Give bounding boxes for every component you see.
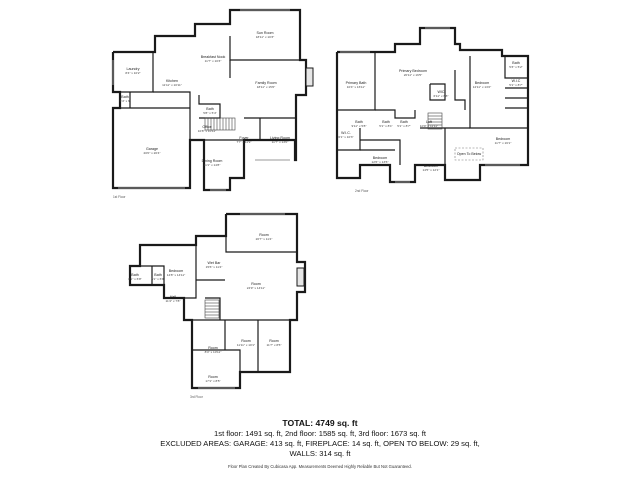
second-floor-stairs — [427, 112, 443, 130]
room-name-label: Bath — [121, 95, 128, 99]
room-name-label: Bath — [382, 120, 389, 124]
second-floor-plan: 2nd Floor — [335, 26, 530, 193]
room-name-label: Bedroom — [424, 164, 439, 168]
room-dimensions-label: 5'1" x 8'1" — [379, 124, 393, 128]
room-dimensions-label: 10'8" x 10'11" — [198, 129, 216, 133]
room-name-label: Loft — [426, 120, 432, 124]
disclaimer: Floor Plan Created By Cubicasa App. Meas… — [228, 464, 412, 469]
first-floor-tag: 1st Floor — [113, 195, 126, 199]
room-name-label: WIC — [438, 90, 445, 94]
room-dimensions-label: 11'7" x 16'1" — [495, 141, 512, 145]
room-dimensions-label: 8'1" x 6'8" — [128, 277, 142, 281]
room-dimensions-label: 12'11" x 13'2" — [473, 85, 491, 89]
room-dimensions-label: 20'11" x 16'5" — [404, 73, 422, 77]
room-dimensions-label: 14'8" x 14'11" — [167, 273, 185, 277]
room-name-label: Bedroom — [169, 269, 184, 273]
room-dimensions-label: 11'11" x 10'1" — [237, 343, 255, 347]
room-name-label: Bath — [400, 120, 407, 124]
room-name-label: Wet Bar — [208, 261, 222, 265]
room-dimensions-label: 11'7" x 8'5" — [266, 343, 281, 347]
room-dimensions-label: 6'1" x 10'3" — [338, 135, 353, 139]
excluded-areas: EXCLUDED AREAS: GARAGE: 413 sq. ft, FIRE… — [160, 439, 480, 448]
room-dimensions-label: 24'9" x 14'11" — [247, 286, 265, 290]
first-floor-plan: 1st Floor — [111, 8, 314, 199]
room-dimensions-label: 5'1" x 8'7" — [509, 83, 523, 87]
excluded-walls: WALLS: 314 sq. ft — [289, 449, 351, 458]
floor-plan-drawing: 1st Floor 2nd Floor — [111, 8, 530, 399]
total-area: TOTAL: 4749 sq. ft — [282, 418, 358, 428]
room-dimensions-label: 20'0" x 20'4" — [144, 151, 161, 155]
room-name-label: Bedroom — [373, 156, 388, 160]
room-name-label: Room — [208, 346, 218, 350]
room-dimensions-label: 20'7" x 11'4" — [256, 237, 273, 241]
room-dimensions-label: 9'11" x 5'8" — [351, 124, 366, 128]
room-dimensions-label: 15'6" x 11'4" — [206, 265, 223, 269]
room-dimensions-label: 5'3" x 5'2" — [509, 65, 523, 69]
third-floor-stairs — [204, 299, 220, 319]
room-dimensions-label: 18'11" x 10'3" — [256, 35, 274, 39]
room-dimensions-label: 12'6" x 13'6" — [372, 160, 389, 164]
room-name-label: Bedroom — [496, 137, 511, 141]
area-summary: TOTAL: 4749 sq. ft 1st floor: 1491 sq. f… — [0, 418, 640, 471]
room-name-label: Sun Room — [257, 31, 274, 35]
room-dimensions-label: 10'4" x 16'11" — [347, 85, 365, 89]
room-dimensions-label: 11'7" x 13'0" — [272, 140, 289, 144]
room-name-label: Room — [208, 375, 218, 379]
room-name-label: Open To Below — [457, 152, 482, 156]
room-name-label: Garage — [146, 147, 158, 151]
room-dimensions-label: 14'5" x 12'1" — [423, 168, 440, 172]
room-name-label: Room — [269, 339, 279, 343]
room-name-label: Primary Bedroom — [399, 69, 427, 73]
room-name-label: Family Room — [255, 81, 276, 85]
room-dimensions-label: 6'11" x 6'8" — [433, 94, 448, 98]
second-floor-tag: 2nd Floor — [355, 189, 369, 193]
room-name-label: Bath — [154, 273, 161, 277]
room-name-label: Bath — [355, 120, 362, 124]
room-dimensions-label: 5'8" x 5'4" — [203, 111, 217, 115]
room-dimensions-label: 8'4" x 10'2" — [125, 71, 140, 75]
room-dimensions-label: 5'1" x 8'7" — [397, 124, 411, 128]
room-name-label: Room — [251, 282, 261, 286]
room-name-label: Laundry — [127, 67, 140, 71]
first-floor-fireplace — [305, 67, 314, 87]
room-dimensions-label: 18'11" x 15'6" — [257, 85, 275, 89]
room-name-label: Room — [259, 233, 269, 237]
room-name-label: Kitchen — [166, 79, 178, 83]
room-name-label: Living Room — [270, 136, 290, 140]
third-floor-tag: 3rd Floor — [190, 395, 204, 399]
room-dimensions-label: 7'7" x 11'9" — [236, 140, 251, 144]
first-floor-outer-wall — [111, 8, 308, 192]
room-dimensions-label: 11'4" x 7'8" — [165, 299, 180, 303]
second-floor-outer-wall — [335, 26, 530, 184]
room-dimensions-label: 5'1" x 6'8" — [151, 277, 165, 281]
room-name-label: W.I.C. — [341, 131, 351, 135]
room-name-label: W.I.C — [512, 79, 521, 83]
third-floor-plan: 3rd Floor — [128, 212, 307, 399]
room-name-label: Bath — [512, 61, 519, 65]
room-name-label: Office — [202, 125, 211, 129]
room-name-label: Bath — [131, 273, 138, 277]
room-name-label: Hall — [170, 295, 176, 299]
room-dimensions-label: 8'4" x 10'11" — [205, 350, 222, 354]
room-dimensions-label: 11'11" x 10'11" — [162, 83, 182, 87]
third-floor-outer-wall — [128, 212, 307, 390]
room-name-label: Bedroom — [475, 81, 490, 85]
room-dimensions-label: 5'4" x 6' — [120, 99, 131, 103]
room-dimensions-label: 17'1" x 8'5" — [205, 379, 220, 383]
room-name-label: Bath — [206, 107, 213, 111]
room-dimensions-label: 11'1" x 14'8" — [204, 163, 221, 167]
third-floor-fireplace — [296, 267, 305, 287]
room-name-label: Foyer — [239, 136, 249, 140]
first-floor-stairs — [204, 117, 236, 131]
room-name-label: Breakfast Nook — [201, 55, 226, 59]
room-dimensions-label: 10'0" x 11'11" — [420, 124, 438, 128]
room-name-label: Primary Bath — [346, 81, 367, 85]
room-name-label: Dining Room — [202, 159, 223, 163]
floor-areas: 1st floor: 1491 sq. ft, 2nd floor: 1585 … — [214, 429, 426, 438]
room-name-label: Room — [241, 339, 251, 343]
room-dimensions-label: 11'7" x 10'3" — [205, 59, 222, 63]
